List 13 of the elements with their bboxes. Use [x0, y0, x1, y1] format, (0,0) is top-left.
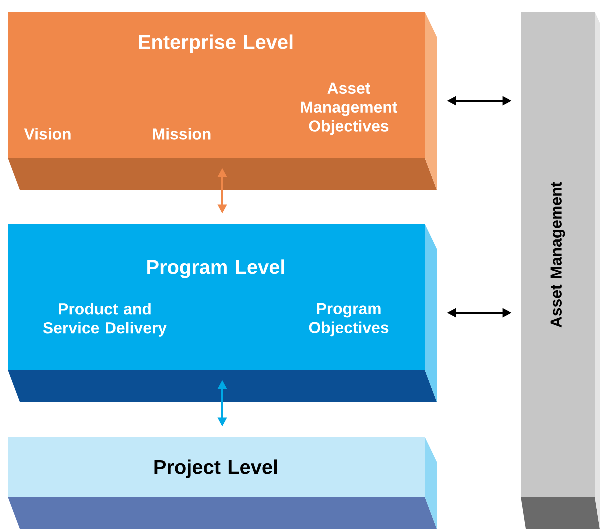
level-block [8, 437, 437, 529]
level-title: Enterprise Level [139, 34, 293, 54]
level-block [8, 224, 437, 402]
item-label: Product and Service Delivery [43, 303, 167, 337]
bar-label: Asset Management [550, 182, 566, 328]
item-label: Asset Management Objectives [301, 82, 398, 136]
level-title: Project Level [154, 460, 278, 478]
item-label: Mission [153, 128, 211, 140]
level-block [8, 12, 437, 190]
side-bar-block [521, 12, 600, 529]
level-title: Program Level [148, 260, 284, 278]
item-label: Vision [24, 128, 71, 140]
item-label: Program Objectives [309, 303, 389, 337]
